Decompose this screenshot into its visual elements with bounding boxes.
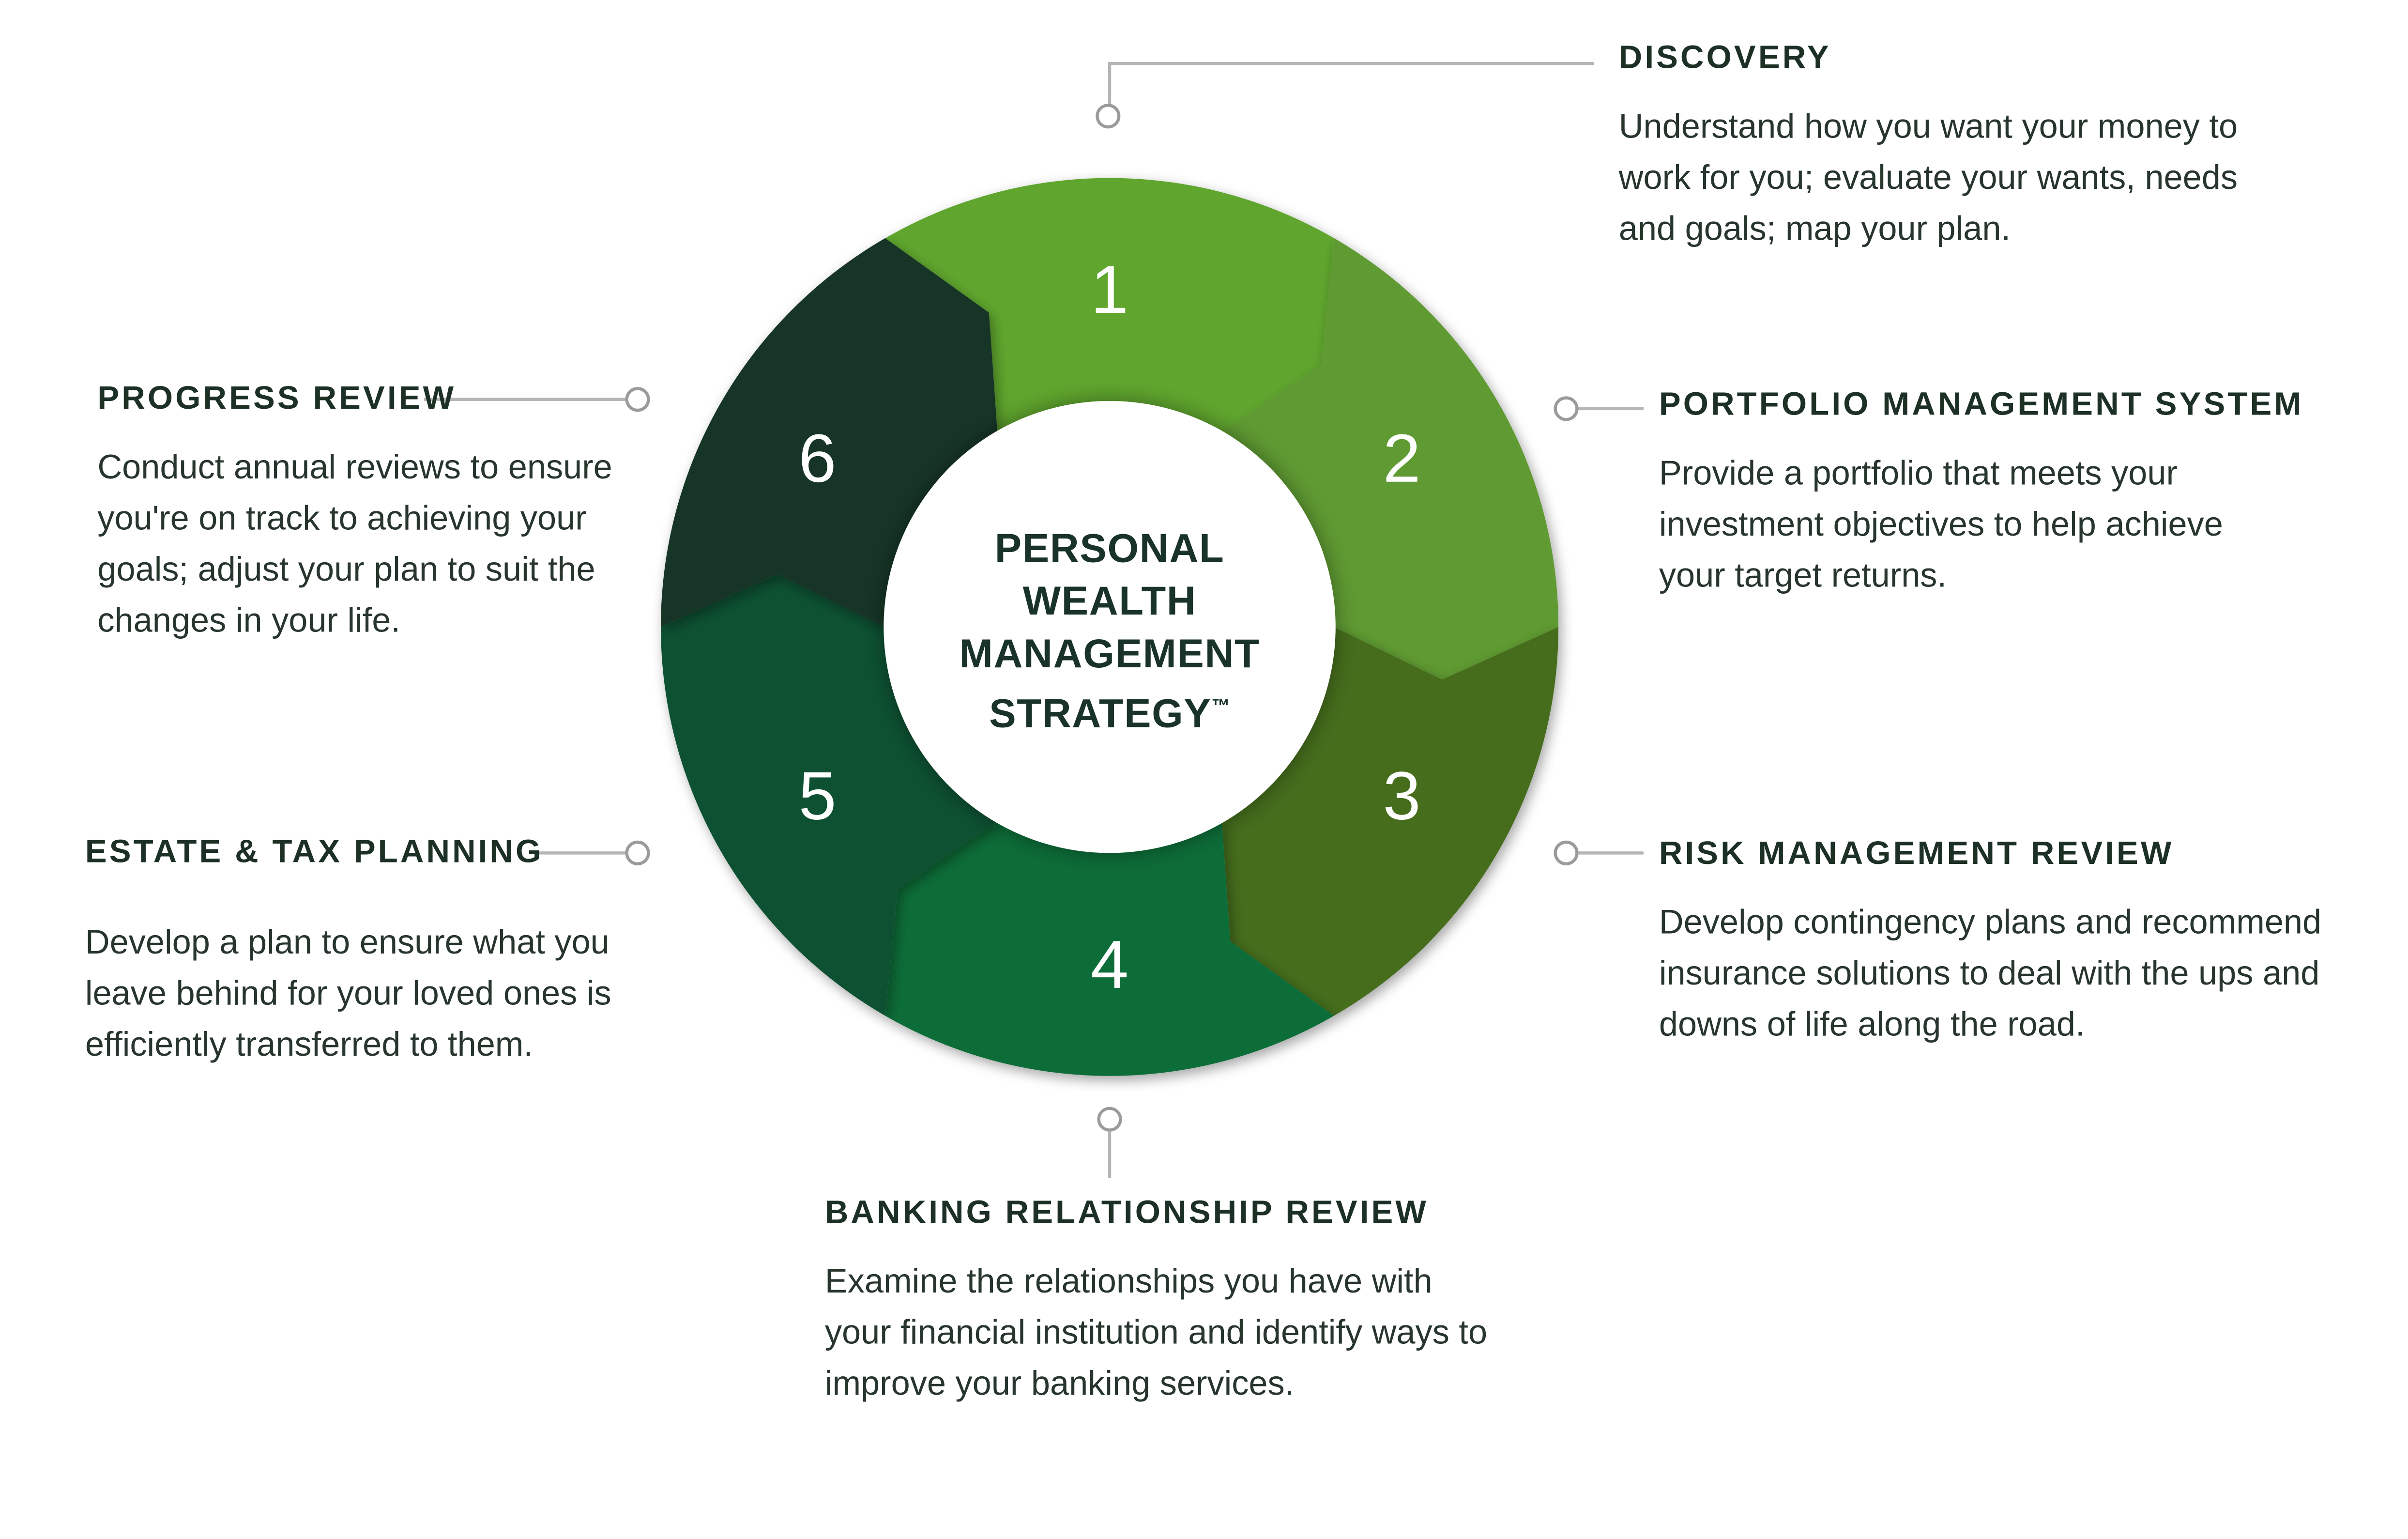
- center-title-line: PERSONAL: [994, 524, 1225, 571]
- callout-title: RISK MANAGEMENT REVIEW: [1659, 836, 2174, 872]
- wheel-segment-2: [1221, 238, 1559, 680]
- callout-body: Develop contingency plans and recommend …: [1659, 902, 2322, 1044]
- wheel-segment-6: [660, 238, 998, 627]
- callout-title: DISCOVERY: [1618, 40, 1831, 76]
- callout-risk: RISK MANAGEMENT REVIEW Develop contingen…: [1659, 836, 2368, 1049]
- callout-title: PROGRESS REVIEW: [97, 381, 457, 416]
- callout-portfolio: PORTFOLIO MANAGEMENT SYSTEM Provide a po…: [1659, 387, 2304, 600]
- connector-dot-estate: [625, 840, 650, 865]
- callout-discovery: DISCOVERY Understand how you want your m…: [1619, 40, 2256, 254]
- center-title-line: MANAGEMENT: [959, 630, 1260, 677]
- connector-dot-discovery: [1096, 104, 1121, 129]
- segment-number-4: 4: [1091, 926, 1128, 1002]
- segment-number-2: 2: [1383, 420, 1420, 496]
- wheel-segment-1: [885, 178, 1334, 433]
- connector-dot-banking: [1097, 1107, 1122, 1132]
- segment-number-5: 5: [798, 758, 836, 834]
- segment-number-1: 1: [1091, 251, 1128, 327]
- connector-line-progress: [424, 398, 625, 401]
- center-title-line: STRATEGY™: [989, 690, 1230, 737]
- wheel-segment-5: [660, 574, 998, 1016]
- segment-number-3: 3: [1383, 758, 1420, 834]
- wheel-center-hole: [884, 400, 1336, 853]
- connector-line-discovery-drop: [1108, 63, 1112, 107]
- wheel-segment-4: [885, 821, 1334, 1076]
- callout-body: Provide a portfolio that meets your inve…: [1659, 453, 2223, 595]
- connector-dot-portfolio: [1554, 396, 1579, 421]
- callout-banking: BANKING RELATIONSHIP REVIEW Examine the …: [825, 1195, 1503, 1409]
- callout-body: Conduct annual reviews to ensure you're …: [97, 447, 612, 640]
- callout-progress: PROGRESS REVIEW Conduct annual reviews t…: [97, 381, 651, 646]
- trademark-symbol: ™: [1211, 695, 1230, 717]
- connector-line-banking: [1108, 1131, 1112, 1178]
- callout-title: ESTATE & TAX PLANNING: [85, 834, 544, 870]
- connector-dot-risk: [1554, 840, 1579, 865]
- connector-line-discovery: [1108, 62, 1594, 65]
- callout-estate: ESTATE & TAX PLANNING Develop a plan to …: [85, 834, 655, 1070]
- callout-body: Develop a plan to ensure what you leave …: [85, 923, 611, 1064]
- callout-title: PORTFOLIO MANAGEMENT SYSTEM: [1659, 387, 2304, 423]
- connector-dot-progress: [625, 387, 650, 412]
- connector-line-risk: [1578, 851, 1644, 855]
- connector-line-portfolio: [1578, 407, 1644, 411]
- callout-title: BANKING RELATIONSHIP REVIEW: [824, 1195, 1429, 1231]
- strategy-wheel: 1 2 3 4 5 6: [660, 178, 1559, 1076]
- callout-body: Examine the relationships you have with …: [824, 1262, 1488, 1403]
- wheel-center-title: PERSONAL WEALTH MANAGEMENT STRATEGY™: [878, 522, 1342, 739]
- connector-line-estate: [535, 851, 625, 855]
- center-title-line: WEALTH: [1022, 577, 1197, 624]
- segment-number-6: 6: [798, 420, 836, 496]
- wheel-segment-3: [1221, 627, 1559, 1016]
- callout-body: Understand how you want your money to wo…: [1618, 107, 2238, 248]
